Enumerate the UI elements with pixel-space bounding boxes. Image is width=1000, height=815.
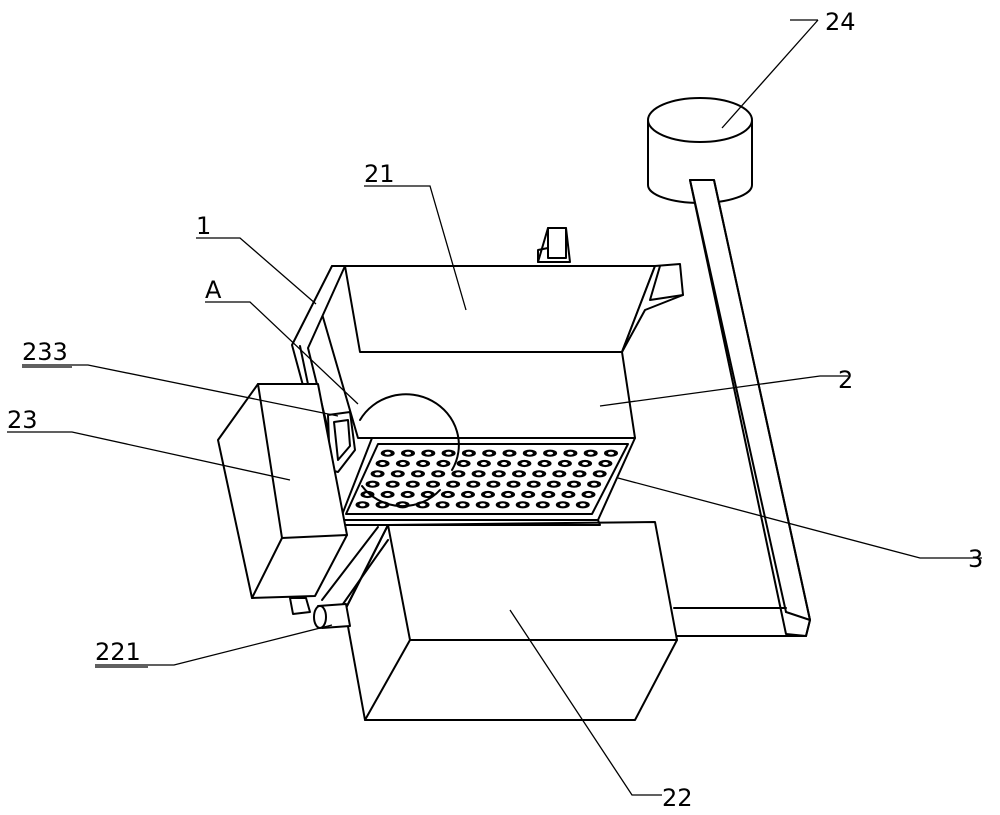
plate-hole-center bbox=[495, 472, 502, 476]
plate-hole-center bbox=[556, 472, 563, 476]
plate-hole-center bbox=[576, 472, 583, 476]
label-221: 221 bbox=[95, 638, 141, 666]
plate-hole-center bbox=[505, 493, 512, 496]
plate-hole-center bbox=[587, 451, 594, 455]
plate-hole-center bbox=[486, 451, 493, 455]
plate-hole-center bbox=[519, 503, 526, 507]
plate-hole-center bbox=[567, 451, 574, 455]
plate-hole-center bbox=[501, 462, 508, 465]
plate-hole-center bbox=[485, 493, 491, 496]
plate-hole-center bbox=[516, 472, 522, 476]
plate-hole-center bbox=[470, 482, 477, 486]
plate-hole-center bbox=[596, 472, 603, 476]
plate-hole-center bbox=[510, 482, 517, 486]
plate-hole-center bbox=[480, 462, 487, 465]
plate-hole-center bbox=[490, 482, 497, 486]
plate-hole-center bbox=[547, 451, 554, 455]
plate-hole-center bbox=[465, 451, 472, 455]
plate-hole-center bbox=[405, 451, 411, 455]
plate-hole-center bbox=[435, 472, 442, 476]
plate-hole-center bbox=[455, 472, 462, 476]
plate-hole-center bbox=[545, 493, 552, 496]
plate-hole-center bbox=[399, 462, 406, 465]
plate-hole-center bbox=[394, 472, 401, 476]
perforated-plate-3 bbox=[339, 437, 636, 526]
plate-hole-center bbox=[439, 503, 446, 507]
plate-hole-center bbox=[541, 462, 548, 465]
box-23 bbox=[217, 383, 348, 599]
plate-hole-center bbox=[374, 472, 381, 476]
plate-hole-center bbox=[444, 493, 451, 496]
plate-hole-center bbox=[369, 482, 376, 486]
label-2: 2 bbox=[838, 366, 853, 394]
plate-hole-center bbox=[384, 493, 391, 496]
label-underlines bbox=[22, 366, 148, 668]
box-23-foot bbox=[289, 597, 311, 615]
plate-hole-center bbox=[430, 482, 436, 486]
plate-hole-center bbox=[565, 493, 572, 496]
leader-lines bbox=[7, 19, 982, 796]
plate-hole-center bbox=[521, 462, 528, 465]
detail-circle-A bbox=[359, 393, 460, 508]
plate-hole-center bbox=[359, 503, 366, 507]
outlet-spout bbox=[621, 263, 684, 353]
nozzle-221 bbox=[313, 603, 351, 629]
plate-hole-center bbox=[419, 503, 426, 507]
plate-hole-center bbox=[404, 493, 411, 496]
pipe-24 bbox=[689, 179, 811, 637]
plate-hole-center bbox=[506, 451, 513, 455]
plate-hole-center bbox=[559, 503, 566, 507]
plate-hole-center bbox=[379, 462, 386, 465]
plate-hole-center bbox=[585, 493, 592, 496]
plate-hole-center bbox=[530, 482, 537, 486]
plate-hole-center bbox=[602, 462, 609, 465]
plate-hole-center bbox=[475, 472, 482, 476]
pipe-horizontal bbox=[673, 607, 807, 637]
plate-hole-center bbox=[591, 482, 598, 486]
label-24: 24 bbox=[825, 8, 856, 36]
label-1: 1 bbox=[196, 212, 211, 240]
label-3: 3 bbox=[968, 545, 983, 573]
plate-hole-center bbox=[536, 472, 543, 476]
plate-hole-center bbox=[379, 503, 386, 507]
pipe-connector bbox=[321, 526, 389, 605]
plate-hole-center bbox=[561, 462, 568, 465]
label-22: 22 bbox=[662, 784, 693, 812]
plate-hole-center bbox=[539, 503, 546, 507]
plate-hole-center bbox=[499, 503, 506, 507]
plate-hole-center bbox=[440, 462, 447, 465]
label-23: 23 bbox=[7, 406, 38, 434]
plate-holes bbox=[355, 449, 618, 509]
plate-hole-center bbox=[459, 503, 466, 507]
plate-hole-center bbox=[479, 503, 486, 507]
plate-hole-center bbox=[582, 462, 589, 465]
label-233: 233 bbox=[22, 338, 68, 366]
handle bbox=[537, 227, 571, 263]
plate-hole-center bbox=[424, 493, 431, 496]
plate-hole-center bbox=[571, 482, 577, 486]
plate-hole-center bbox=[450, 482, 457, 486]
plate-hole-center bbox=[525, 493, 532, 496]
plate-hole-center bbox=[445, 451, 452, 455]
plate-hole-center bbox=[465, 493, 471, 496]
plate-hole-center bbox=[415, 472, 421, 476]
label-A: A bbox=[205, 276, 222, 304]
plate-hole-center bbox=[425, 451, 432, 455]
plate-hole-center bbox=[460, 462, 467, 465]
housing-2 bbox=[317, 265, 656, 439]
plate-hole-center bbox=[420, 462, 427, 465]
box-22 bbox=[344, 521, 678, 721]
plate-hole-center bbox=[389, 482, 396, 486]
plate-hole-center bbox=[608, 451, 614, 455]
plate-hole-center bbox=[550, 482, 557, 486]
plate-hole-center bbox=[384, 451, 391, 455]
label-21: 21 bbox=[364, 160, 395, 188]
plate-hole-center bbox=[579, 503, 586, 507]
labels: 24 21 1 A 233 23 2 3 221 22 bbox=[7, 8, 983, 812]
plate-hole-center bbox=[526, 451, 533, 455]
tank-24 bbox=[647, 97, 753, 204]
plate-hole-center bbox=[409, 482, 416, 486]
